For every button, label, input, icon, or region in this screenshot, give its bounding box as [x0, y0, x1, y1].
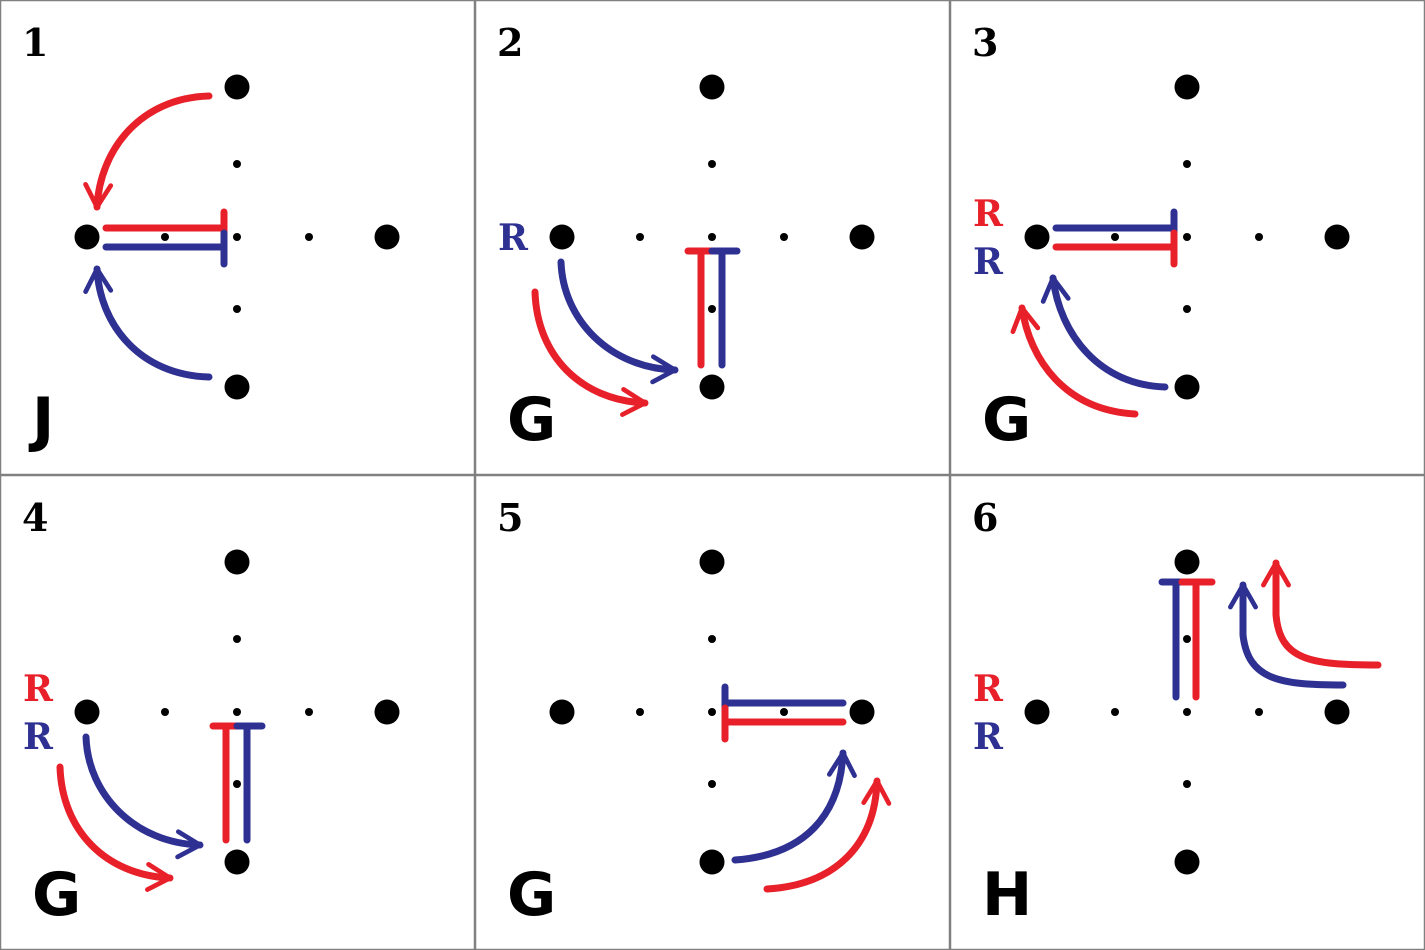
- vertex-dot: [699, 549, 725, 575]
- junction-dot: [305, 233, 313, 241]
- vertex-dot: [224, 74, 250, 100]
- panel-letter: G: [507, 860, 556, 930]
- panel-letter: G: [982, 385, 1031, 455]
- robot-label: R: [498, 217, 529, 259]
- robot-label: R: [23, 716, 54, 758]
- blue-move-arrow: [82, 733, 204, 860]
- red-move-arrow: [763, 777, 892, 893]
- junction-dot: [1255, 233, 1263, 241]
- blue-move-arrow: [557, 258, 679, 385]
- vertex-dot: [1024, 699, 1050, 725]
- junction-dot: [1111, 233, 1119, 241]
- junction-dot: [161, 708, 169, 716]
- blue-move-arrow: [731, 749, 857, 864]
- panel-2: 2 G R: [497, 20, 875, 455]
- robot-label: R: [973, 241, 1004, 283]
- vertex-dot: [224, 374, 250, 400]
- panel-letter: G: [507, 385, 556, 455]
- junction-dot: [708, 635, 716, 643]
- vertex-dot: [699, 74, 725, 100]
- blue-move-arrow: [1040, 274, 1169, 391]
- junction-dot: [233, 635, 241, 643]
- vertex-dot: [699, 374, 725, 400]
- junction-dot: [233, 780, 241, 788]
- vertex-dot: [1174, 849, 1200, 875]
- red-move-arrow: [531, 288, 649, 417]
- panel-letter: G: [32, 860, 81, 930]
- junction-dot: [708, 160, 716, 168]
- robot-label: R: [23, 668, 54, 710]
- junction-dot: [1183, 635, 1191, 643]
- junction-dot: [1183, 160, 1191, 168]
- robot-label: R: [973, 668, 1004, 710]
- junction-dot: [233, 305, 241, 313]
- vertex-dot: [1174, 549, 1200, 575]
- red-move-arrow: [83, 92, 213, 211]
- panel-number: 4: [22, 495, 48, 540]
- panel-number: 5: [497, 495, 523, 540]
- panel-number: 6: [972, 495, 998, 540]
- vertex-dot: [74, 224, 100, 250]
- vertex-dot: [224, 549, 250, 575]
- junction-dot: [708, 780, 716, 788]
- junction-dot: [636, 708, 644, 716]
- panel-number: 2: [497, 20, 523, 65]
- blue-move-arrow: [83, 265, 213, 381]
- junction-dot: [780, 233, 788, 241]
- panel-number: 1: [22, 20, 48, 65]
- robot-label: R: [973, 193, 1004, 235]
- vertex-dot: [549, 699, 575, 725]
- junction-dot: [708, 708, 716, 716]
- vertex-dot: [1174, 374, 1200, 400]
- vertex-dot: [1024, 224, 1050, 250]
- vertex-dot: [849, 224, 875, 250]
- red-move-arrow: [56, 763, 174, 892]
- vertex-dot: [699, 849, 725, 875]
- vertex-dot: [1324, 699, 1350, 725]
- vertex-dot: [374, 699, 400, 725]
- panel-4: 4 G R R: [22, 495, 400, 930]
- panel-number: 3: [972, 20, 998, 65]
- junction-dot: [1183, 233, 1191, 241]
- vertex-dot: [1174, 74, 1200, 100]
- panel-6: 6 H R R: [972, 495, 1382, 930]
- blue-move-arrow: [1228, 581, 1347, 689]
- junction-dot: [636, 233, 644, 241]
- panel-5: 5 G: [497, 495, 892, 930]
- panel-letter: J: [28, 385, 54, 455]
- junction-dot: [233, 708, 241, 716]
- junction-dot: [1183, 708, 1191, 716]
- panel-border: [0, 0, 476, 476]
- vertex-dot: [374, 224, 400, 250]
- vertex-dot: [1324, 224, 1350, 250]
- vertex-dot: [224, 849, 250, 875]
- junction-dot: [708, 305, 716, 313]
- junction-dot: [1183, 305, 1191, 313]
- vertex-dot: [549, 224, 575, 250]
- junction-dot: [1183, 780, 1191, 788]
- panel-border: [474, 0, 951, 476]
- red-move-arrow: [1010, 304, 1139, 418]
- junction-dot: [305, 708, 313, 716]
- vertex-dot: [849, 699, 875, 725]
- panel-1: 1 J: [22, 20, 400, 455]
- junction-dot: [780, 708, 788, 716]
- junction-dot: [233, 233, 241, 241]
- panel-3: 3 G R R: [972, 20, 1350, 455]
- junction-dot: [233, 160, 241, 168]
- junction-dot: [1111, 708, 1119, 716]
- panel-letter: H: [982, 860, 1032, 930]
- robot-label: R: [973, 716, 1004, 758]
- junction-dot: [1255, 708, 1263, 716]
- junction-dot: [161, 233, 169, 241]
- red-move-arrow: [1261, 559, 1382, 669]
- vertex-dot: [74, 699, 100, 725]
- junction-dot: [708, 233, 716, 241]
